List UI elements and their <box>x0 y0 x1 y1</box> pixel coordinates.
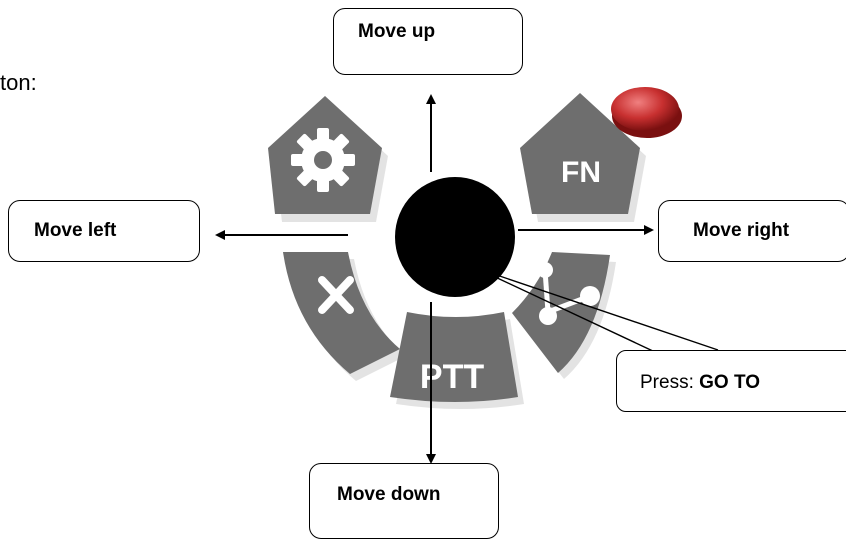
move-down-label: Move down <box>309 463 499 539</box>
text-fragment: ton: <box>0 70 37 95</box>
route-key[interactable] <box>512 252 616 379</box>
close-icon <box>318 276 354 314</box>
settings-key[interactable] <box>268 96 388 222</box>
gear-icon <box>291 128 355 192</box>
joystick-center[interactable] <box>395 177 515 297</box>
press-prefix: Press: <box>640 372 700 393</box>
cancel-key[interactable] <box>283 252 406 381</box>
move-left-label: Move left <box>8 200 200 262</box>
fn-key[interactable]: FN <box>520 93 646 222</box>
route-icon <box>537 262 600 325</box>
press-label: Press: GO TO <box>616 350 846 412</box>
press-callout-pointer <box>475 267 719 353</box>
press-action: GO TO <box>699 372 761 393</box>
move-right-label: Move right <box>658 200 846 262</box>
fn-key-label: FN <box>561 156 601 189</box>
move-up-label: Move up <box>333 8 523 75</box>
ptt-key-label: PTT <box>420 358 484 396</box>
ptt-key[interactable]: PTT <box>390 312 524 409</box>
status-led <box>611 87 682 138</box>
